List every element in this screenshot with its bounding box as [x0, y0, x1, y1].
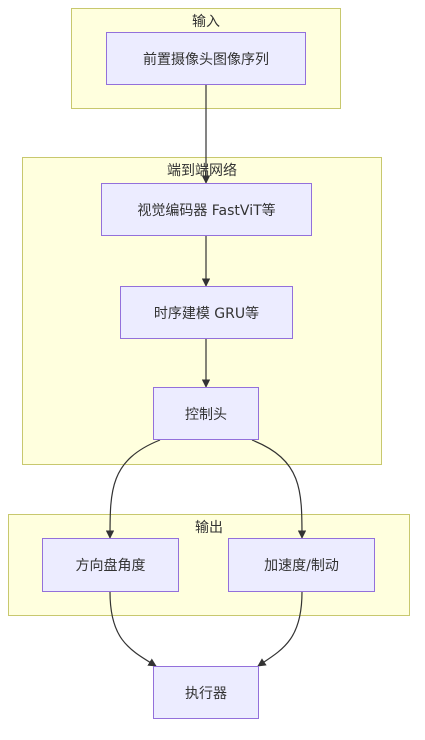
node-control-head: 控制头: [153, 387, 259, 440]
node-camera: 前置摄像头图像序列: [106, 32, 306, 85]
input-cluster-title: 输入: [192, 14, 220, 30]
node-actuator: 执行器: [153, 666, 259, 719]
node-steering: 方向盘角度: [42, 538, 179, 592]
output-cluster-title: 输出: [195, 520, 223, 536]
node-throttle: 加速度/制动: [228, 538, 375, 592]
node-temporal: 时序建模 GRU等: [120, 286, 293, 339]
network-cluster-title: 端到端网络: [167, 163, 237, 179]
node-encoder: 视觉编码器 FastViT等: [101, 183, 312, 236]
